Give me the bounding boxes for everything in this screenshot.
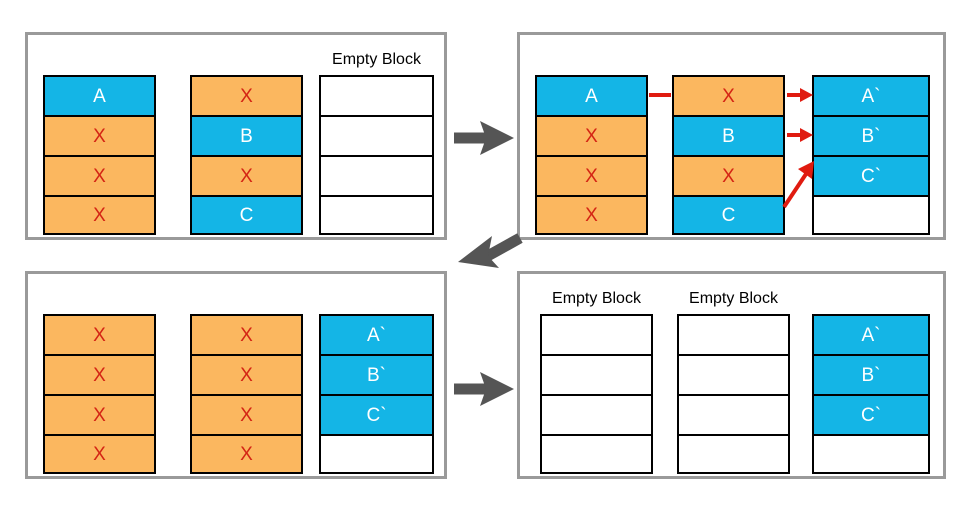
memory-cell[interactable]: B` — [319, 354, 434, 394]
memory-cell[interactable] — [319, 195, 434, 235]
memory-cell[interactable]: X — [190, 354, 303, 394]
memory-cell[interactable]: C — [672, 195, 785, 235]
memory-cell[interactable] — [540, 314, 653, 354]
column-bl-col-2: X X X X — [190, 314, 303, 474]
red-arrow-b-to-b-prime — [787, 128, 813, 142]
memory-cell[interactable]: X — [190, 314, 303, 354]
flow-arrow-bottom — [454, 372, 514, 406]
memory-cell[interactable]: A — [535, 75, 648, 115]
memory-cell[interactable]: X — [535, 155, 648, 195]
memory-cell[interactable] — [812, 195, 930, 235]
memory-cell[interactable] — [319, 434, 434, 474]
panel-after: Empty Block Empty Block A` B` C` — [517, 271, 946, 479]
memory-cell[interactable]: B — [672, 115, 785, 155]
memory-cell[interactable]: C — [190, 195, 303, 235]
memory-cell[interactable]: C` — [812, 394, 930, 434]
memory-cell[interactable] — [319, 155, 434, 195]
memory-cell[interactable]: A` — [812, 75, 930, 115]
memory-cell[interactable]: X — [43, 155, 156, 195]
memory-cell[interactable]: B — [190, 115, 303, 155]
column-br-col-2: Empty Block — [677, 290, 790, 474]
empty-block-label: Empty Block — [332, 51, 421, 68]
memory-cell[interactable]: X — [190, 155, 303, 195]
memory-cell[interactable]: X — [43, 314, 156, 354]
flow-arrow-middle — [458, 233, 523, 268]
memory-cell[interactable] — [812, 434, 930, 474]
empty-block-label: Empty Block — [689, 290, 778, 307]
empty-block-label: Empty Block — [552, 290, 641, 307]
red-dash-a — [649, 93, 671, 97]
memory-cell[interactable]: X — [43, 394, 156, 434]
memory-cell[interactable]: X — [43, 354, 156, 394]
memory-cell[interactable]: X — [190, 434, 303, 474]
memory-cell[interactable] — [319, 115, 434, 155]
panel-copying: A X X X X B X C A` B` C` — [517, 32, 946, 240]
memory-cell[interactable] — [677, 354, 790, 394]
column-br-col-1: Empty Block — [540, 290, 653, 474]
memory-cell[interactable]: X — [190, 75, 303, 115]
memory-cell[interactable]: X — [43, 195, 156, 235]
memory-cell[interactable] — [677, 434, 790, 474]
column-bl-col-3: A` B` C` — [319, 314, 434, 474]
memory-cell[interactable]: X — [535, 115, 648, 155]
column-tl-col-1: A X X X — [43, 75, 156, 235]
memory-cell[interactable]: X — [190, 394, 303, 434]
column-tl-col-2: X B X C — [190, 75, 303, 235]
column-bl-col-1: X X X X — [43, 314, 156, 474]
memory-cell[interactable]: B` — [812, 354, 930, 394]
memory-cell[interactable] — [677, 394, 790, 434]
red-arrow-a-to-a-prime — [787, 88, 813, 102]
memory-cell[interactable]: A` — [812, 314, 930, 354]
memory-cell[interactable] — [677, 314, 790, 354]
memory-cell[interactable]: B` — [812, 115, 930, 155]
panel-before: A X X X X B X C Empty Block — [25, 32, 447, 240]
memory-cell[interactable] — [540, 434, 653, 474]
memory-cell[interactable]: C` — [812, 155, 930, 195]
memory-cell[interactable]: X — [672, 75, 785, 115]
memory-cell[interactable]: X — [43, 115, 156, 155]
memory-cell[interactable]: X — [672, 155, 785, 195]
memory-cell[interactable] — [540, 394, 653, 434]
memory-cell[interactable]: A` — [319, 314, 434, 354]
memory-cell[interactable]: C` — [319, 394, 434, 434]
memory-cell[interactable] — [540, 354, 653, 394]
red-arrow-c-to-c-prime — [782, 161, 814, 209]
column-tr-col-2: X B X C — [672, 75, 785, 235]
memory-cell[interactable] — [319, 75, 434, 115]
memory-cell[interactable]: A — [43, 75, 156, 115]
memory-cell[interactable]: X — [535, 195, 648, 235]
column-tl-col-3: Empty Block — [319, 51, 434, 235]
memory-cell[interactable]: X — [43, 434, 156, 474]
panel-copied: X X X X X X X X A` B` C` — [25, 271, 447, 479]
flow-arrow-top — [454, 121, 514, 155]
column-tr-col-1: A X X X — [535, 75, 648, 235]
column-tr-col-3: A` B` C` — [812, 75, 930, 235]
column-br-col-3: A` B` C` — [812, 314, 930, 474]
